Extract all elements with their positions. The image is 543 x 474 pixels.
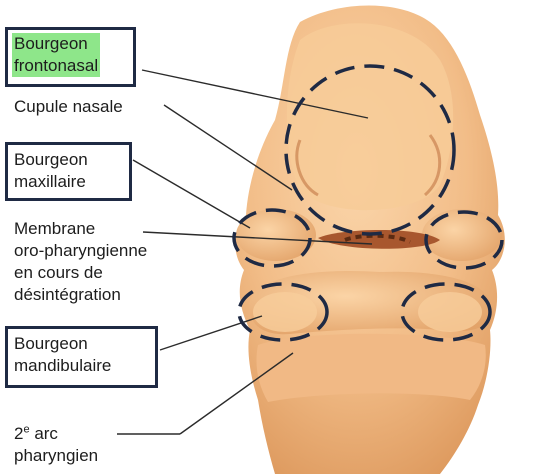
oropharyngeal-membrane <box>318 230 440 249</box>
label-membrane: Membrane oro-pharyngienne en cours de dé… <box>14 218 147 306</box>
dashed-circle-maxillary-left <box>232 208 312 268</box>
label-second-arch-line2: pharyngien <box>14 446 99 465</box>
label-membrane-line3: en cours de <box>14 263 103 282</box>
label-maxillaire: Bourgeon maxillaire <box>14 149 88 193</box>
label-frontonasal-line2: frontonasal <box>12 55 101 77</box>
dashed-annotations <box>232 64 504 342</box>
frontonasal-label-box <box>5 27 136 87</box>
label-maxillaire-line1: Bourgeon <box>14 150 88 169</box>
label-maxillaire-line2: maxillaire <box>14 172 86 191</box>
label-cupule-nasale: Cupule nasale <box>14 96 123 118</box>
label-frontonasal: Bourgeon frontonasal <box>12 33 101 77</box>
nasal-pit-right <box>423 134 442 197</box>
arc-word: arc <box>29 424 58 443</box>
dashed-circle-frontonasal <box>284 64 456 236</box>
maxillary-prominence-right <box>422 209 502 261</box>
mandibulaire-label-box <box>5 326 158 388</box>
label-second-arch-line1: 2e arc <box>14 423 98 445</box>
dashed-circle-mandibular-left <box>237 282 329 342</box>
nasal-pit-left <box>295 139 319 197</box>
dashed-circle-mandibular-right <box>400 282 492 342</box>
label-mandibulaire-line1: Bourgeon <box>14 334 88 353</box>
label-mandibulaire: Bourgeon mandibulaire <box>14 333 111 377</box>
label-membrane-line2: oro-pharyngienne <box>14 241 148 260</box>
maxillaire-label-box <box>5 142 132 201</box>
dashed-circle-maxillary-right <box>424 210 504 270</box>
label-mandibulaire-line2: mandibulaire <box>14 356 112 375</box>
label-membrane-line1: Membrane <box>14 219 96 238</box>
label-frontonasal-line1: Bourgeon <box>12 33 101 55</box>
maxillary-prominence-left <box>236 209 316 261</box>
second-pharyngeal-arch <box>256 333 486 402</box>
frontonasal-prominence <box>286 23 454 211</box>
label-cupule-line1: Cupule nasale <box>14 97 123 116</box>
label-membrane-line4: désintégration <box>14 285 121 304</box>
leader-lines <box>117 69 373 435</box>
label-second-arch: 2e arc pharyngien <box>14 423 98 467</box>
arc-number: 2 <box>14 424 24 443</box>
arc-superscript: e <box>23 423 30 436</box>
